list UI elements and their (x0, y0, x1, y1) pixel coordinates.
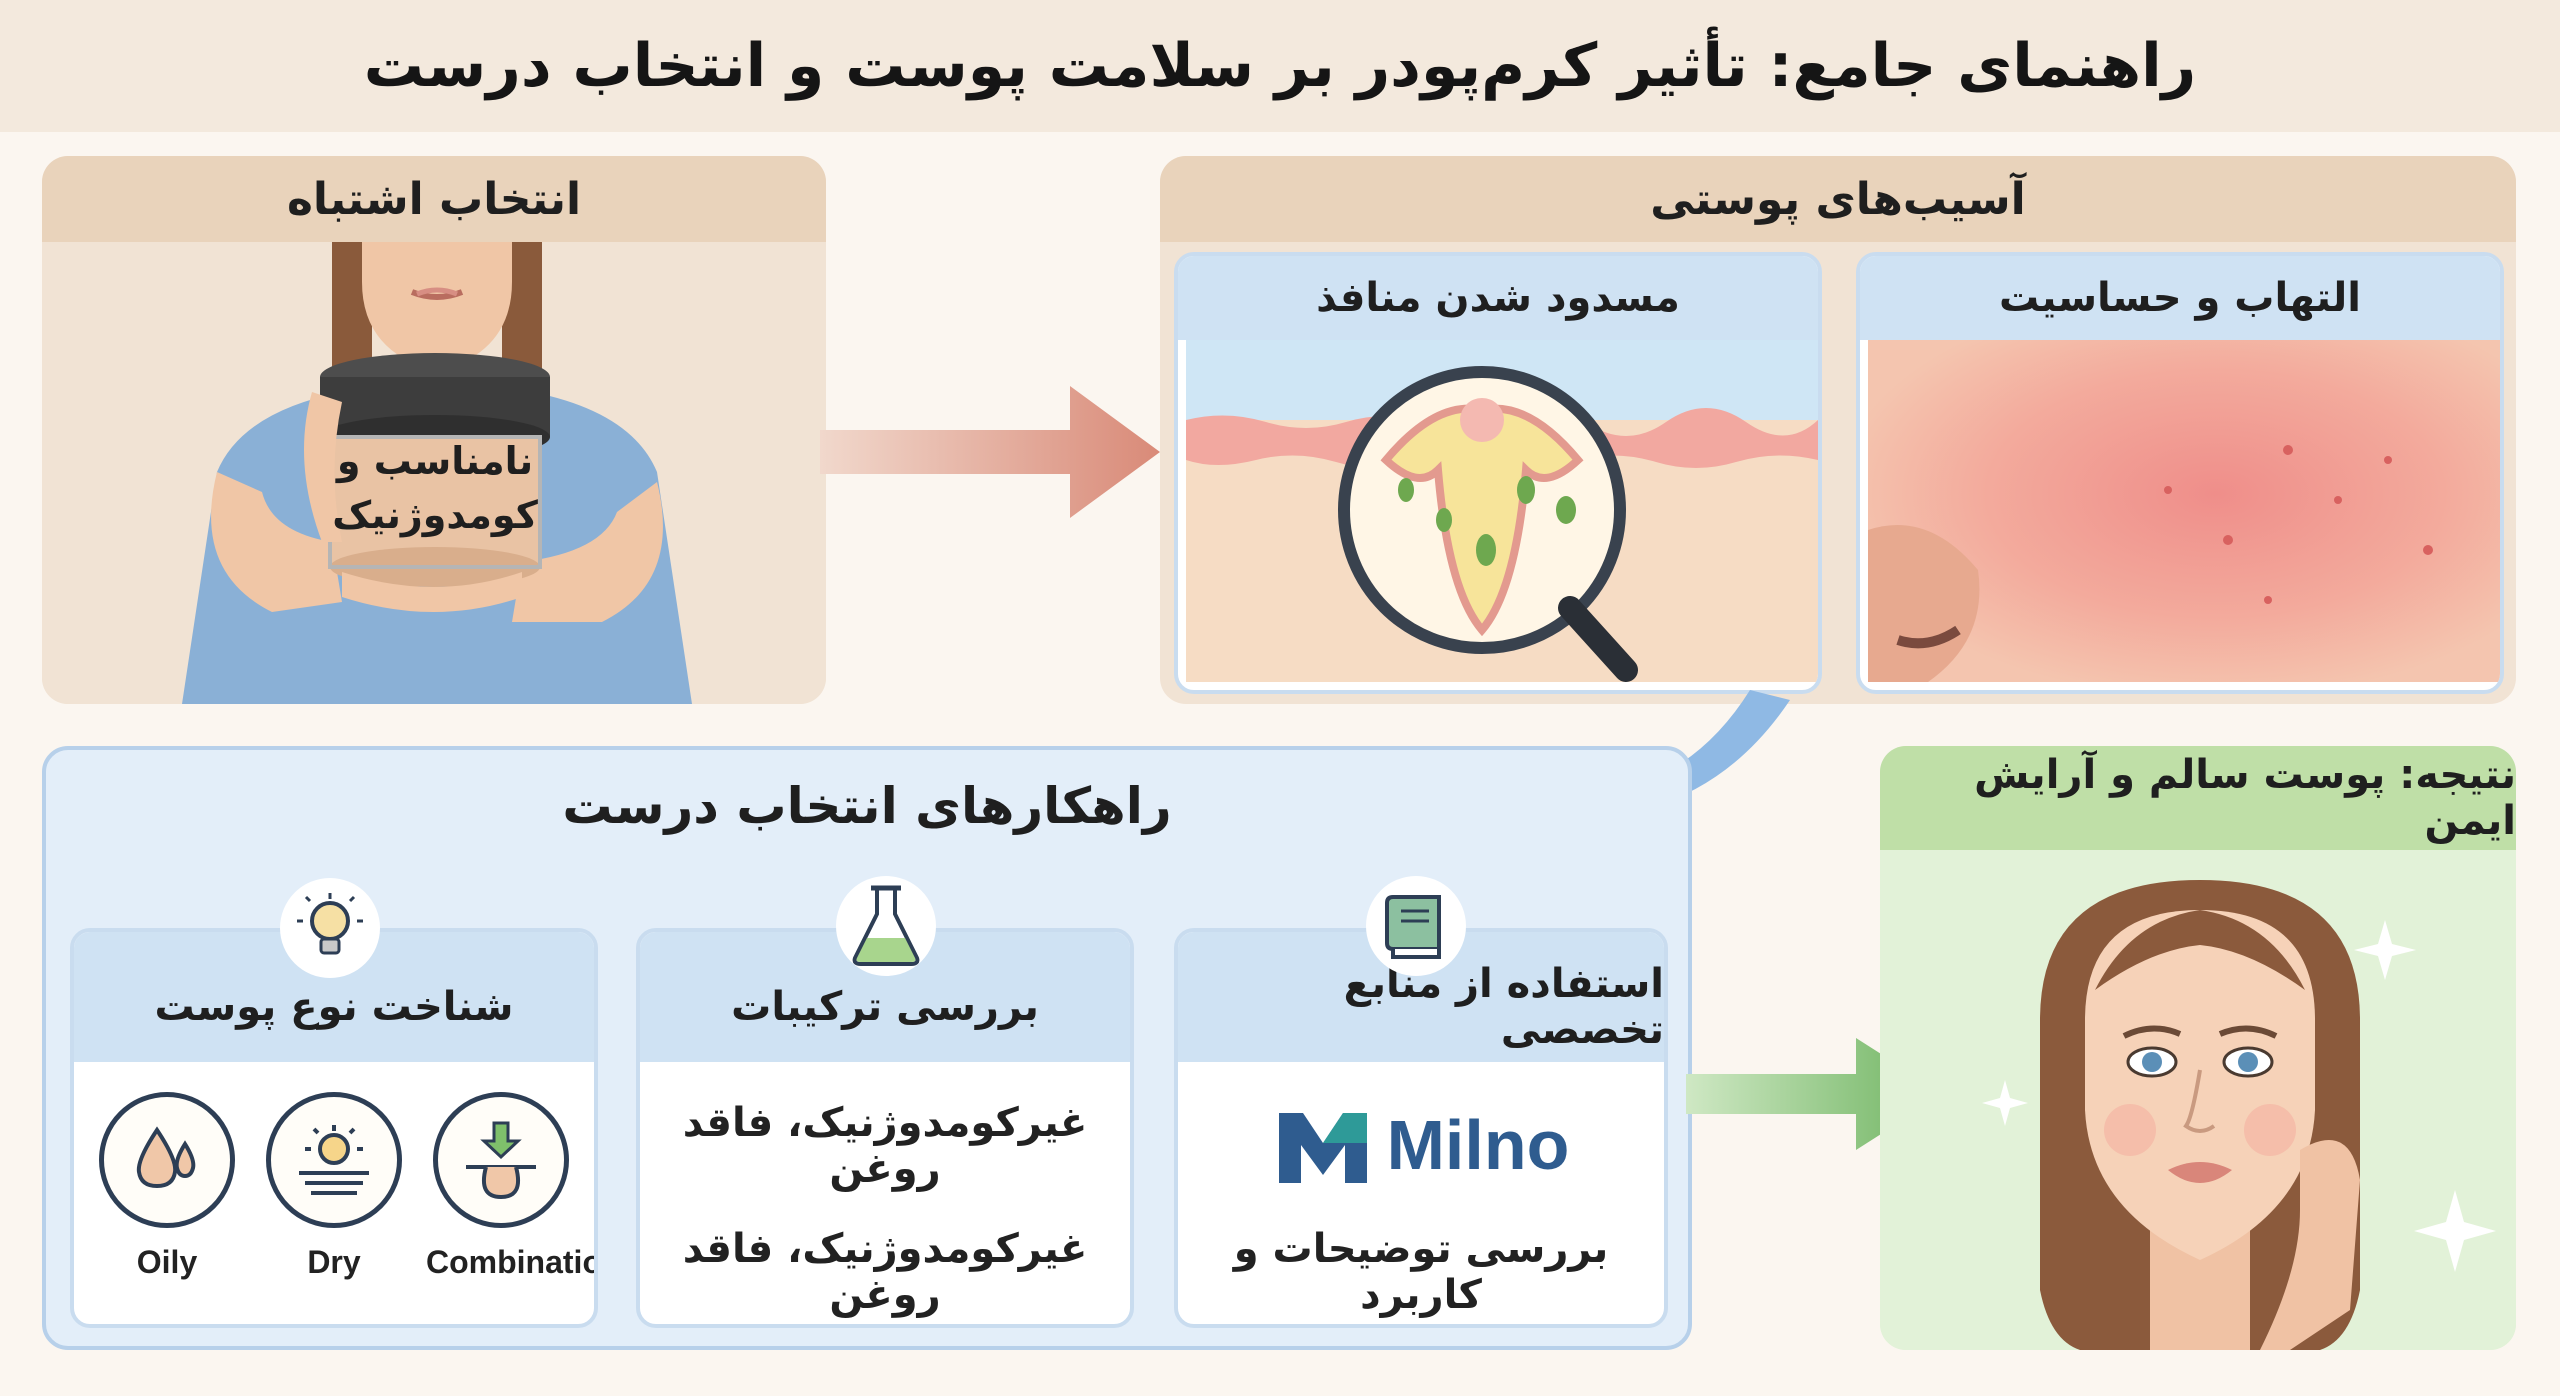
skin-type-combination: Combination (426, 1092, 594, 1281)
skin-damage-title: آسیب‌های پوستی (1650, 173, 2026, 225)
ingredient-line-1: غیرکومدوژنیک، فاقد روغن (682, 1100, 1088, 1192)
milno-logo-icon (1278, 1113, 1367, 1183)
skin-type-dry-label: Dry (307, 1244, 361, 1280)
title-bar: راهنمای جامع: تأثیر کرم‌پودر بر سلامت پو… (0, 0, 2560, 132)
result-title: نتیجه: پوست سالم و آرایش ایمن (1974, 752, 2516, 844)
skin-type-combination-label: Combination (426, 1244, 594, 1280)
wrong-choice-header: انتخاب اشتباه (42, 156, 826, 242)
jar-label-line1: نامناسب و (335, 439, 533, 484)
inflammation-header: التهاب و حساسیت (1860, 256, 2500, 340)
expert-sources-card: استفاده از منابع تخصصی Milno بررسی توضیح… (1174, 928, 1668, 1328)
skin-type-oily: Oily (92, 1092, 242, 1281)
skin-type-card: شناخت نوع پوست Oily (70, 928, 598, 1328)
skin-damage-panel: آسیب‌های پوستی مسدود شدن منافذ التهاب و … (1160, 156, 2516, 704)
arrow-down-icon (433, 1092, 569, 1228)
milno-brand-name: Milno (1386, 1106, 1570, 1184)
skin-damage-header: آسیب‌های پوستی (1160, 156, 2516, 242)
skin-type-oily-label: Oily (136, 1244, 198, 1280)
flask-icon (836, 876, 936, 976)
clogged-pores-header: مسدود شدن منافذ (1178, 256, 1818, 340)
page-title: راهنمای جامع: تأثیر کرم‌پودر بر سلامت پو… (363, 31, 2197, 101)
red-skin-photo (1868, 340, 2500, 682)
solutions-header: راهکارهای انتخاب درست (46, 750, 1688, 862)
clogged-pores-title: مسدود شدن منافذ (1316, 275, 1680, 321)
skin-type-list: Oily Dry (74, 1092, 594, 1292)
solutions-panel: راهکارهای انتخاب درست شناخت نوع پوست Oil… (42, 746, 1692, 1350)
skin-type-title: شناخت نوع پوست (154, 984, 514, 1030)
expert-sources-header: استفاده از منابع تخصصی (1178, 932, 1664, 1062)
wrong-choice-panel: انتخاب اشتباه نامناسب و کومدوژنیک (42, 156, 826, 704)
result-panel: نتیجه: پوست سالم و آرایش ایمن (1880, 746, 2516, 1350)
sun-icon (266, 1092, 402, 1228)
lightbulb-icon (280, 878, 380, 978)
skin-type-dry: Dry (259, 1092, 409, 1281)
ingredients-list: غیرکومدوژنیک، فاقد روغن غیرکومدوژنیک، فا… (640, 1062, 1130, 1318)
healthy-face-illustration (1880, 850, 2516, 1350)
solutions-title: راهکارهای انتخاب درست (562, 777, 1172, 835)
wrong-choice-title: انتخاب اشتباه (286, 173, 582, 225)
expert-sources-caption: بررسی توضیحات و کاربرد (1233, 1226, 1609, 1318)
book-icon (1366, 876, 1466, 976)
inflammation-card: التهاب و حساسیت (1856, 252, 2504, 694)
jar-label-line2: کومدوژنیک (332, 493, 538, 538)
woman-holding-jar-illustration: نامناسب و کومدوژنیک (42, 242, 826, 704)
inflammation-title: التهاب و حساسیت (1999, 275, 2361, 321)
ingredient-line-2: غیرکومدوژنیک، فاقد روغن (682, 1226, 1088, 1318)
result-header: نتیجه: پوست سالم و آرایش ایمن (1880, 746, 2516, 850)
ingredients-title: بررسی ترکیبات (731, 984, 1039, 1030)
arrow-to-result (1686, 1038, 1944, 1150)
milno-brand: Milno (1178, 1100, 1664, 1190)
pore-cross-section-illustration (1186, 340, 1818, 682)
arrow-to-skin-damage (820, 386, 1160, 518)
ingredients-card: بررسی ترکیبات غیرکومدوژنیک، فاقد روغن غی… (636, 928, 1134, 1328)
water-drop-icon (99, 1092, 235, 1228)
clogged-pores-card: مسدود شدن منافذ (1174, 252, 1822, 694)
